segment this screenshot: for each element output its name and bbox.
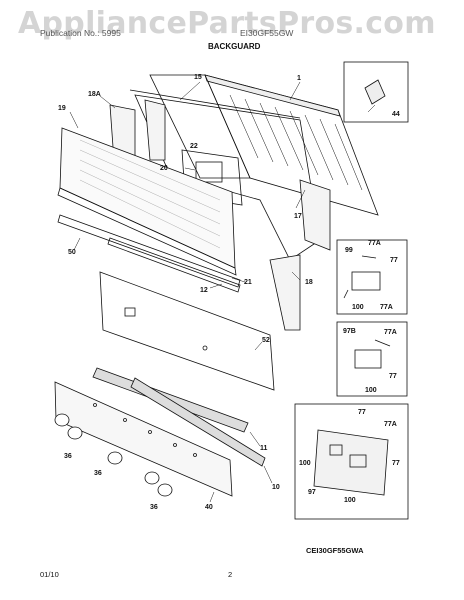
callout-97b: 97B — [343, 328, 356, 335]
callout-22: 22 — [190, 143, 198, 150]
callout-21: 21 — [244, 279, 252, 286]
model-header: EI30GF55GW — [240, 28, 294, 38]
lower-panel — [99, 271, 275, 391]
callout-77a-1: 77A — [368, 240, 381, 247]
back-panel — [204, 74, 379, 216]
footer-date: 01/10 — [40, 570, 59, 579]
callout-36-a: 36 — [64, 453, 72, 460]
callout-50: 50 — [68, 249, 76, 256]
callout-18a: 18A — [88, 91, 101, 98]
callout-18: 18 — [305, 279, 313, 286]
callout-52: 52 — [262, 337, 270, 344]
callout-77a-4: 77A — [384, 421, 397, 428]
callout-15: 15 — [194, 74, 202, 81]
publication-number: Publication No.: 5995 — [40, 28, 121, 38]
callout-100-4: 100 — [344, 497, 356, 504]
callout-17: 17 — [294, 213, 302, 220]
callout-12: 12 — [200, 287, 208, 294]
inset-switch-99 — [336, 239, 408, 315]
callout-77-3: 77 — [358, 409, 366, 416]
callout-11: 11 — [260, 445, 268, 452]
callout-77-1: 77 — [390, 257, 398, 264]
callout-36-b: 36 — [94, 470, 102, 477]
overlay-strips — [92, 367, 266, 467]
knob-icon — [54, 413, 173, 497]
callout-36-c: 36 — [150, 504, 158, 511]
callout-1: 1 — [297, 75, 301, 82]
callout-77a-3: 77A — [384, 329, 397, 336]
callout-77a-2: 77A — [380, 304, 393, 311]
callout-100-1: 100 — [352, 304, 364, 311]
callout-40: 40 — [205, 504, 213, 511]
section-title: BACKGUARD — [208, 42, 261, 51]
model-number: CEI30GF55GWA — [306, 546, 364, 555]
callout-97: 97 — [308, 489, 316, 496]
side-bracket-right — [269, 179, 331, 331]
watermark: AppliancePartsPros.com — [18, 6, 436, 41]
trim-strips — [57, 214, 241, 293]
callout-99: 99 — [345, 247, 353, 254]
callout-19: 19 — [58, 105, 66, 112]
callout-20: 20 — [160, 165, 168, 172]
callout-100-3: 100 — [299, 460, 311, 467]
callout-77-2: 77 — [389, 373, 397, 380]
callout-100-2: 100 — [365, 387, 377, 394]
inset-switch-97b — [336, 321, 408, 397]
inset-board-97 — [294, 403, 409, 520]
page-number: 2 — [228, 570, 233, 579]
control-panel — [54, 381, 233, 497]
main-console — [57, 127, 237, 276]
callout-10: 10 — [272, 484, 280, 491]
callout-77-4: 77 — [392, 460, 400, 467]
callout-44: 44 — [392, 111, 400, 118]
inset-knob-cap — [343, 61, 409, 123]
